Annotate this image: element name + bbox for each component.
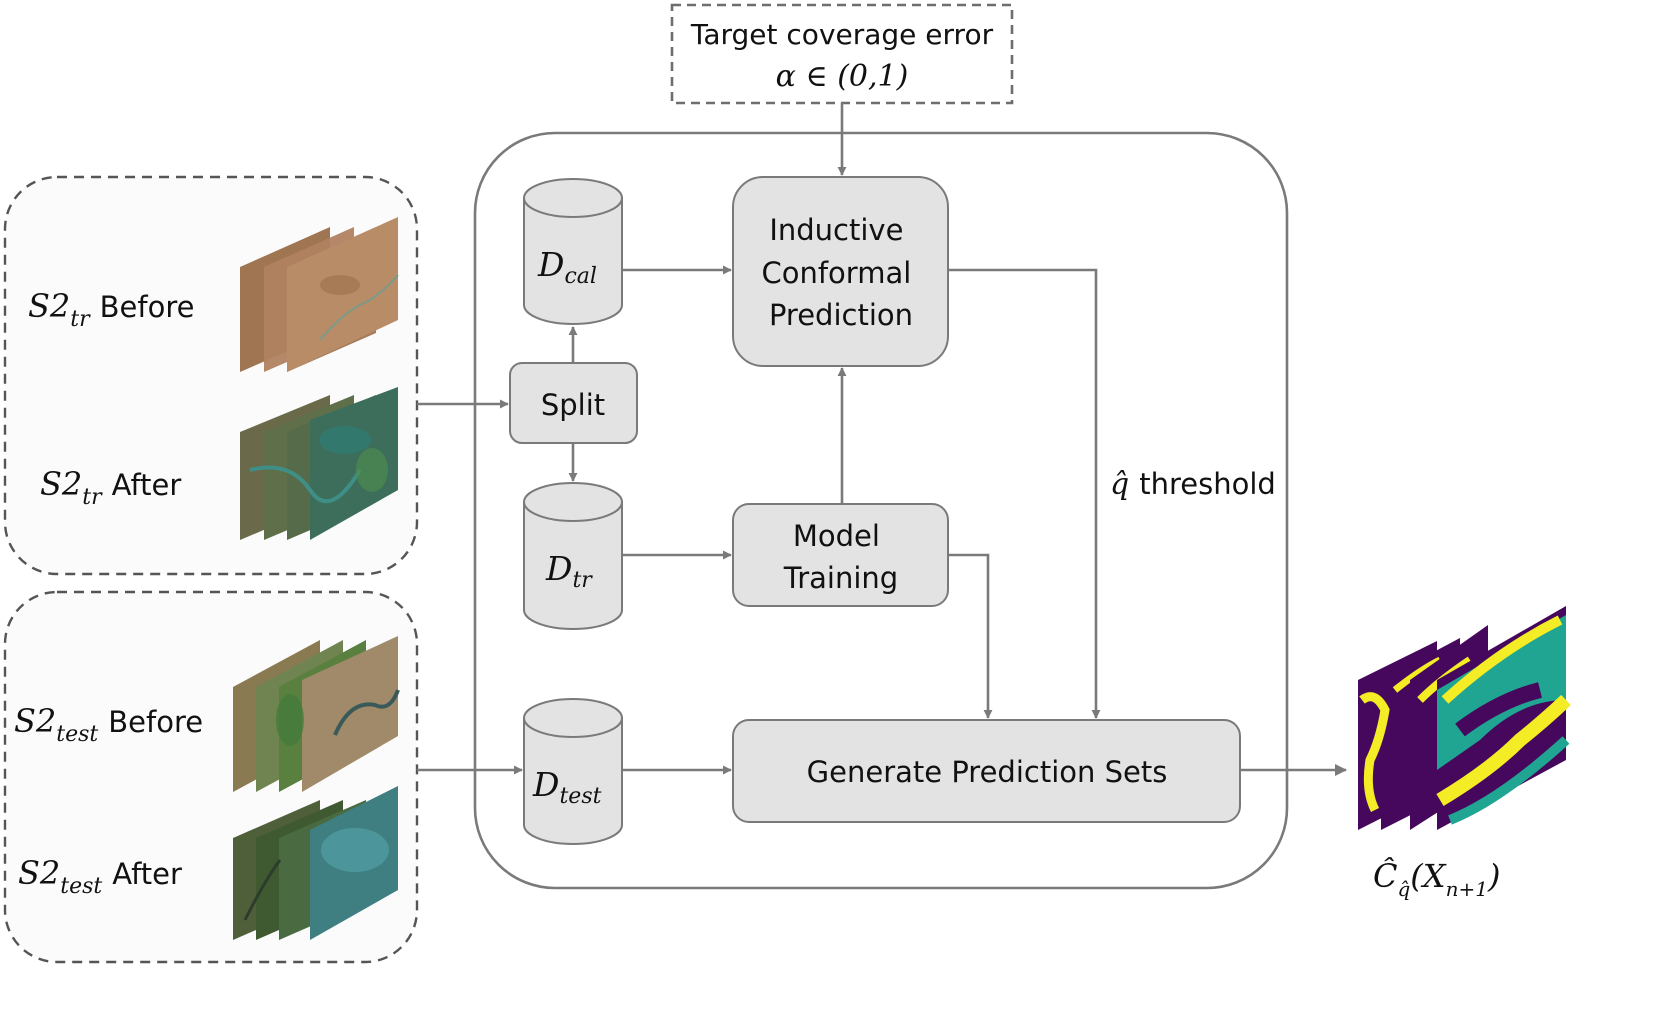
dataset-tr-cylinder: Dtr bbox=[523, 482, 623, 630]
test-before-images-icon bbox=[233, 636, 400, 792]
output-label: Ĉq̂(Xn+1) bbox=[1373, 857, 1500, 901]
pipeline-container bbox=[473, 131, 1289, 890]
connector-arrows bbox=[417, 103, 1347, 776]
icp-box: Inductive Conformal Prediction bbox=[732, 176, 949, 367]
train-before-images-icon bbox=[240, 217, 399, 372]
model-training-label: Model Training bbox=[783, 519, 898, 595]
generate-sets-box: Generate Prediction Sets bbox=[732, 719, 1241, 823]
split-box: Split bbox=[509, 362, 638, 444]
dataset-cal-label: Dcal bbox=[537, 245, 597, 289]
output-masks-icon bbox=[1358, 606, 1571, 830]
dataset-test-cylinder: Dtest bbox=[523, 698, 623, 845]
threshold-label: q̂threshold bbox=[1110, 467, 1276, 502]
icp-label: Inductive Conformal Prediction bbox=[761, 213, 920, 332]
coverage-error-title: Target coverage error bbox=[690, 18, 994, 51]
split-label: Split bbox=[541, 388, 605, 422]
generate-sets-label: Generate Prediction Sets bbox=[807, 755, 1168, 789]
coverage-error-box: Target coverage error α ∈ (0,1) bbox=[670, 3, 1014, 105]
coverage-error-formula: α ∈ (0,1) bbox=[776, 59, 909, 94]
dataset-tr-label: Dtr bbox=[545, 549, 593, 593]
dataset-cal-cylinder: Dcal bbox=[523, 178, 623, 325]
test-after-images-icon bbox=[233, 786, 398, 940]
model-training-box: Model Training bbox=[732, 503, 949, 607]
train-after-images-icon bbox=[240, 387, 398, 540]
dataset-test-label: Dtest bbox=[532, 765, 602, 809]
